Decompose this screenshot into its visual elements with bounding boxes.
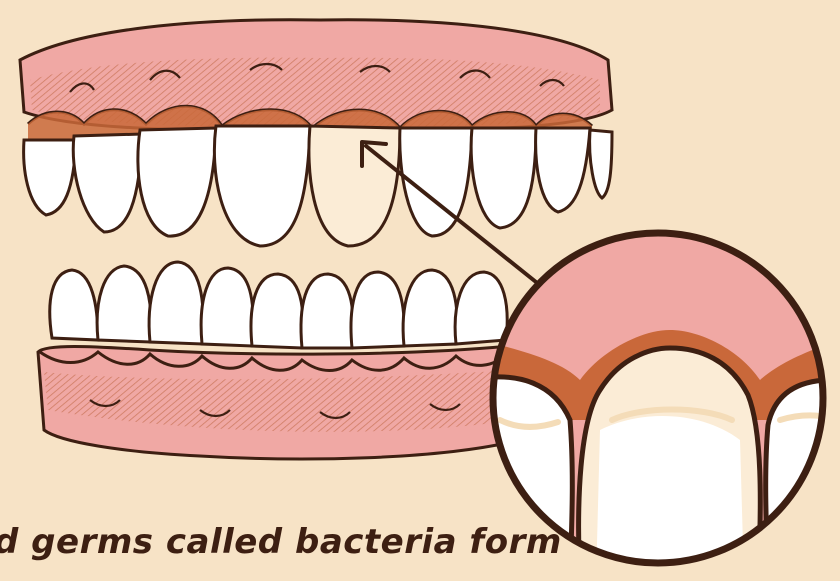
upper-gum bbox=[20, 20, 612, 140]
caption-text: d germs called bacteria form bbox=[0, 522, 562, 562]
upper-teeth bbox=[24, 126, 612, 246]
lower-teeth bbox=[50, 262, 507, 348]
lower-gum bbox=[38, 346, 520, 459]
